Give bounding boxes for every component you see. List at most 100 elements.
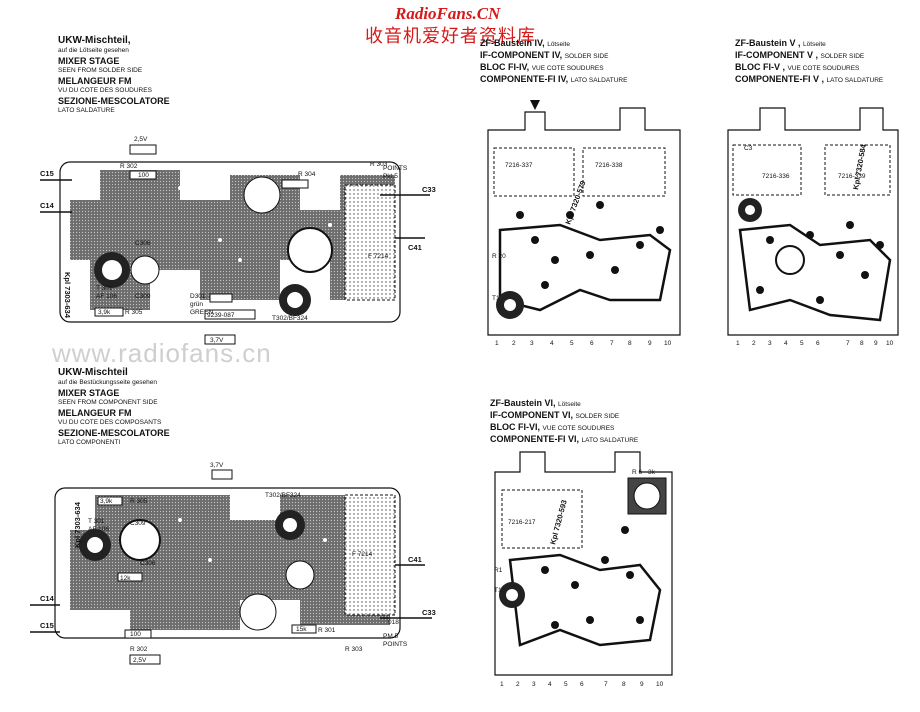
coil-shield: [344, 184, 396, 301]
label-points: POINTS: [383, 641, 408, 648]
label-t1: T1: [492, 295, 500, 302]
caption-title: UKW-Mischteil,: [58, 35, 131, 46]
label-f7214: F 7214: [368, 253, 389, 260]
pin: 3: [532, 681, 536, 688]
caption-l1s: SOLDER SIDE: [575, 413, 620, 420]
caption-l2: BLOC FI-IV,: [480, 62, 530, 72]
caption-l2: MELANGEUR FM: [58, 76, 132, 86]
label-r303: R 303: [345, 646, 363, 653]
pin: 5: [570, 340, 574, 347]
label-t302: T302/BF324: [272, 315, 308, 322]
caption-l3: COMPONENTE-FI V ,: [735, 74, 825, 84]
label-f7214: F 7214: [352, 551, 373, 558]
label-c14: C14: [40, 201, 55, 210]
board-outline: [494, 451, 673, 676]
board-outline: [54, 487, 401, 639]
pin: 8: [628, 340, 632, 347]
pin: 4: [548, 681, 552, 688]
board-outline: [727, 107, 899, 336]
caption-l1s: SOLDER SIDE: [564, 53, 609, 60]
caption-l3: SEZIONE-MESCOLATORE: [58, 428, 170, 438]
caption-l1: MIXER STAGE: [58, 388, 120, 398]
caption-sub: auf die Lötseite gesehen: [58, 47, 129, 54]
caption-l2s: VUE COTE SOUDURES: [787, 65, 860, 72]
label-tr1: 7216-217: [508, 519, 536, 526]
label-r305: R 305: [125, 309, 143, 316]
caption-title: ZF-Baustein V ,: [735, 38, 801, 48]
label-b9239: 9239-087: [207, 312, 235, 319]
pin: 8: [860, 340, 864, 347]
pin: 6: [590, 340, 594, 347]
mixer-board-top: [40, 144, 430, 345]
label-c33: C33: [422, 185, 436, 194]
label-grun: grün: [190, 301, 203, 308]
label-c14: C14: [40, 594, 55, 603]
pin: 6: [580, 681, 584, 688]
label-tr2: 7216-339: [838, 173, 866, 180]
caption-l3s: LATO SALDATURE: [826, 77, 884, 84]
label-tr1: 7216-337: [505, 162, 533, 169]
label-v25: 2,5V: [134, 136, 148, 143]
label-kpl: Kpl 7320-584: [851, 143, 868, 191]
label-r15k: 15k: [296, 626, 307, 633]
label-pm5: PM.5: [383, 633, 399, 640]
caption-title: UKW-Mischteil: [58, 367, 128, 378]
zf4-pins: 1 2 3 4 5 6 7 8 9 10: [495, 340, 672, 347]
caption-zf4: ZF-Baustein IV, Lötseite IF-COMPONENT IV…: [480, 38, 627, 86]
label-kpl: Kpl 7320-579: [563, 179, 587, 225]
pin: 7: [846, 340, 850, 347]
label-r301: R 301: [318, 627, 336, 634]
caption-title-sub: Lötseite: [547, 41, 570, 48]
caption-l2s: VU DU COTE DES COMPOSANTS: [58, 419, 162, 426]
zf5-board: [727, 107, 899, 336]
label-c3: C3: [744, 145, 753, 152]
pin: 1: [736, 340, 740, 347]
label-c41: C41: [408, 555, 422, 564]
board-outline: [487, 107, 681, 336]
label-r305: R 305: [130, 498, 148, 505]
label-t1: T1: [494, 587, 502, 594]
caption-sub: auf die Bestückungsseite gesehen: [58, 379, 158, 386]
caption-zf6: ZF-Baustein VI, Lötseite IF-COMPONENT VI…: [490, 398, 638, 446]
caption-title: ZF-Baustein IV,: [480, 38, 545, 48]
caption-title: ZF-Baustein VI,: [490, 398, 556, 408]
zf5-pins: 1 2 3 4 5 6 7 8 9 10: [736, 340, 894, 347]
label-kpl: Kpl 7303-634: [73, 501, 82, 548]
label-c41: C41: [408, 243, 422, 252]
label-r303: R 303: [370, 161, 388, 168]
label-r302: R 302: [120, 163, 138, 170]
label-pkt5: Pkt.5: [383, 173, 398, 180]
pin: 1: [495, 340, 499, 347]
caption-l1: IF-COMPONENT V ,: [735, 50, 818, 60]
label-c306: C306: [135, 240, 151, 247]
label-r6-value: 3k: [648, 469, 656, 476]
mixer-board-bottom: [30, 469, 432, 665]
zf6-board: [494, 451, 673, 676]
pin: 5: [564, 681, 568, 688]
label-r20: R 20: [492, 253, 506, 260]
caption-l3: COMPONENTE-FI IV,: [480, 74, 569, 84]
copper-area: [70, 495, 390, 630]
caption-l2: BLOC FI-V ,: [735, 62, 785, 72]
caption-l2s: VU DU COTE DES SOUDURES: [58, 87, 152, 94]
label-r12k: 12k: [120, 575, 131, 582]
caption-l2s: VUE COTE SOUDURES: [542, 425, 615, 432]
caption-l3: SEZIONE-MESCOLATORE: [58, 96, 170, 106]
pin: 4: [550, 340, 554, 347]
pin: 2: [516, 681, 520, 688]
label-r100: 100: [130, 631, 141, 638]
watermark-chinese: 收音机爱好者资料库: [365, 26, 536, 47]
pin: 2: [752, 340, 756, 347]
watermark-site: RadioFans.CN: [395, 4, 501, 23]
caption-l2: BLOC FI-VI,: [490, 422, 540, 432]
label-r39k: 3,9k: [100, 498, 113, 505]
caption-zf5: ZF-Baustein V , Lötseite IF-COMPONENT V …: [735, 38, 883, 86]
pin: 10: [664, 340, 672, 347]
label-t302: T302/BF324: [265, 492, 301, 499]
pin: 7: [610, 340, 614, 347]
label-c309: C309: [135, 293, 151, 300]
zf6-pins: 1 2 3 4 5 6 7 8 9 10: [500, 681, 664, 688]
caption-l1: MIXER STAGE: [58, 56, 120, 66]
